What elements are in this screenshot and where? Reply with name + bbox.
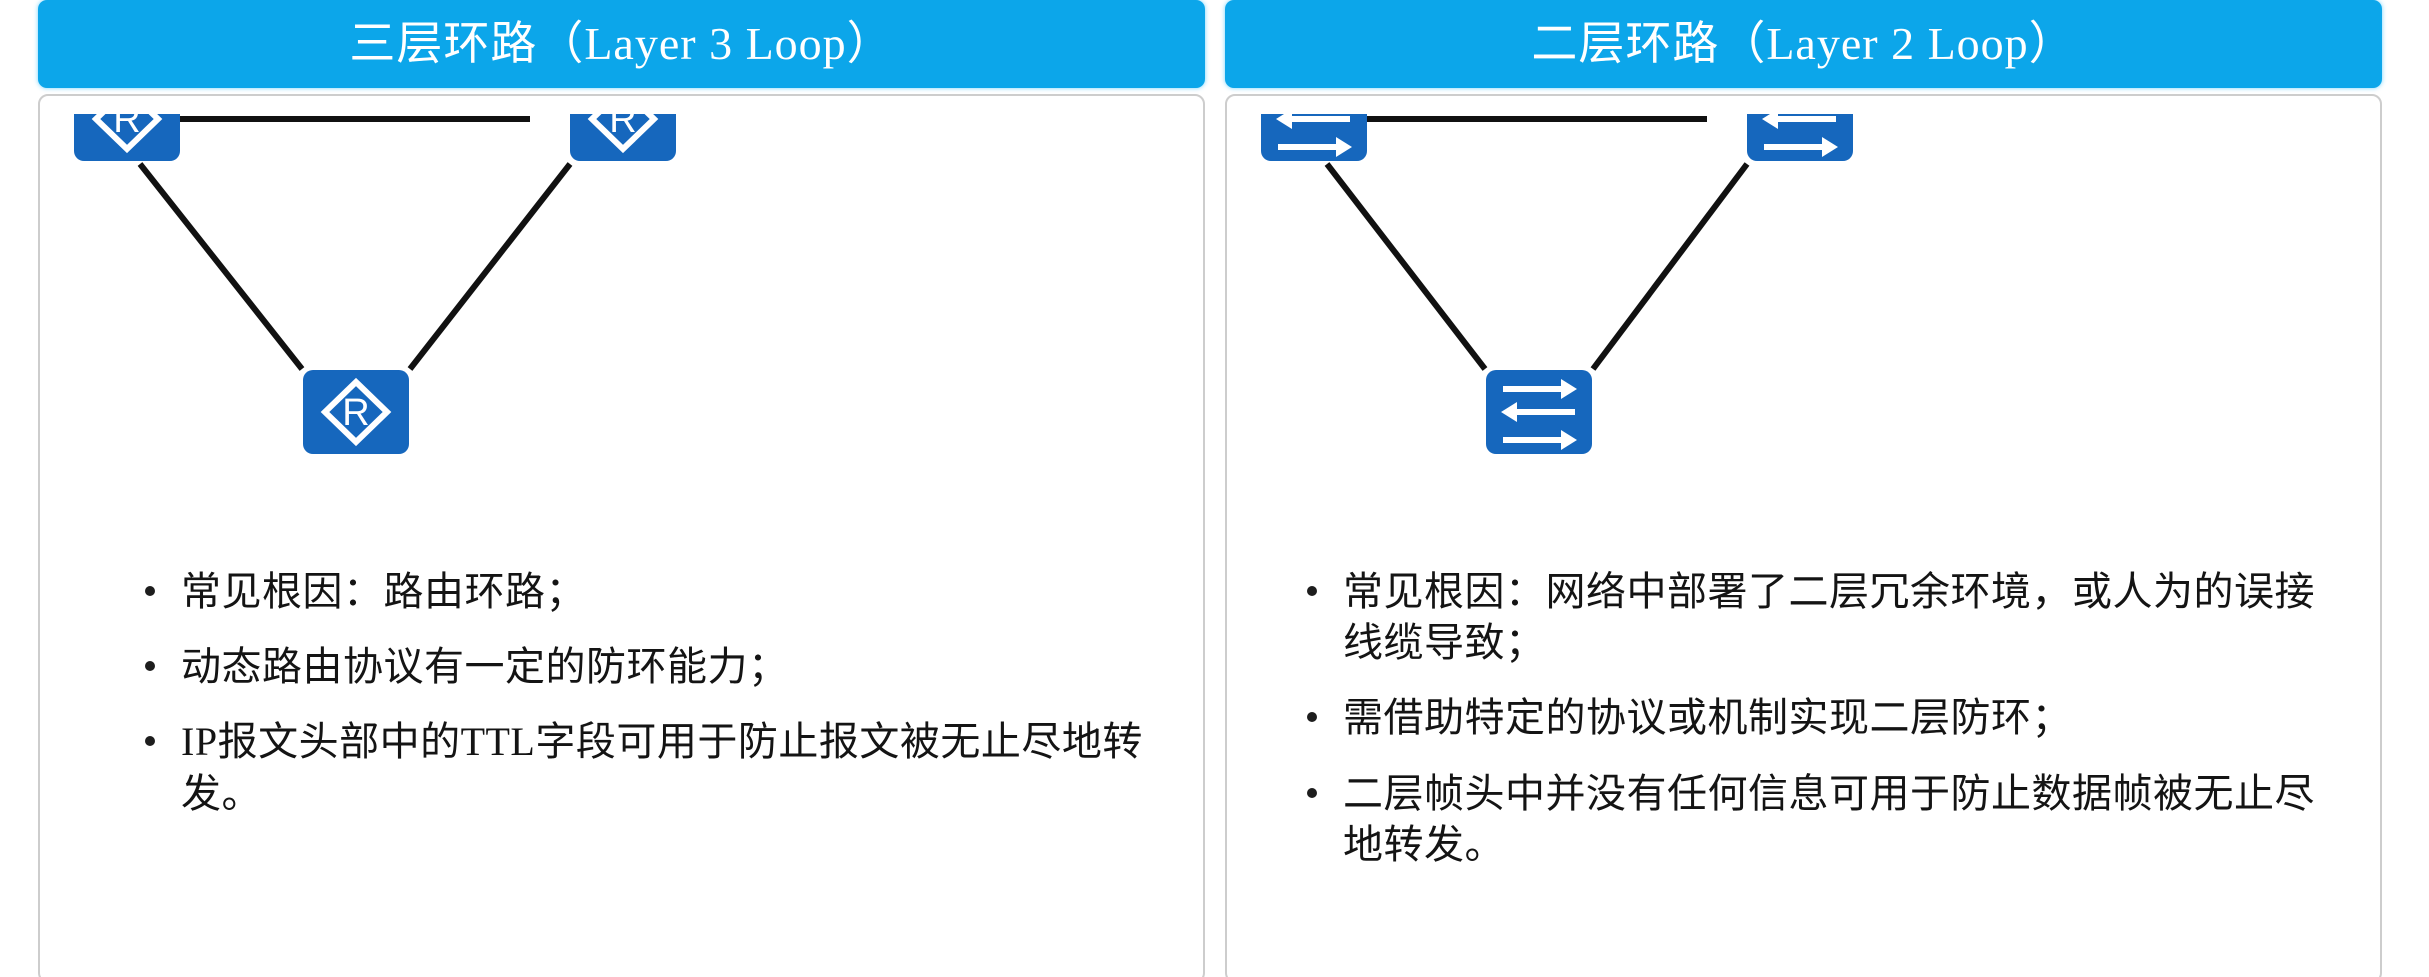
list-item: IP报文头部中的TTL字段可用于防止报文被无止尽地转发。 — [145, 716, 1163, 818]
bullet-dot-icon — [145, 716, 181, 751]
bullet-text: IP报文头部中的TTL字段可用于防止报文被无止尽地转发。 — [181, 719, 1143, 816]
panel-body-layer2: 常见根因：网络中部署了二层冗余环境，或人为的误接线缆导致； 需借助特定的协议或机… — [1225, 94, 2382, 977]
list-item: 动态路由协议有一定的防环能力； — [145, 641, 1163, 692]
switch-top-right[interactable] — [1747, 114, 1853, 161]
bullet-list-layer3: 常见根因：路由环路； 动态路由协议有一定的防环能力； IP报文头部中的TTL字段… — [145, 566, 1163, 843]
link-topleft-bottom — [137, 162, 305, 371]
panel-layer2-loop: 二层环路（Layer 2 Loop） — [1225, 0, 2382, 977]
bullet-text: 常见根因：路由环路； — [181, 569, 586, 614]
panel-layer3-loop: 三层环路（Layer 3 Loop） R — [38, 0, 1205, 977]
switch-bottom[interactable] — [1486, 370, 1592, 454]
list-item: 二层帧头中并没有任何信息可用于防止数据帧被无止尽地转发。 — [1307, 768, 2350, 870]
list-item: 常见根因：路由环路； — [145, 566, 1163, 617]
bullet-dot-icon — [145, 641, 181, 676]
bullet-text: 二层帧头中并没有任何信息可用于防止数据帧被无止尽地转发。 — [1343, 770, 2315, 867]
panel-title-layer2: 二层环路（Layer 2 Loop） — [1531, 18, 2076, 69]
diagram-layer3-topology: R — [40, 114, 1203, 544]
panel-header-layer2: 二层环路（Layer 2 Loop） — [1225, 0, 2382, 88]
link-group — [137, 116, 573, 371]
panel-header-layer3: 三层环路（Layer 3 Loop） — [38, 0, 1205, 88]
list-item: 常见根因：网络中部署了二层冗余环境，或人为的误接线缆导致； — [1307, 566, 2350, 668]
switch-top-left[interactable] — [1261, 114, 1367, 161]
bullet-dot-icon — [1307, 768, 1343, 803]
link-topleft-bottom — [1324, 162, 1488, 371]
bullet-text: 需借助特定的协议或机制实现二层防环； — [1343, 695, 2072, 741]
bullet-text: 动态路由协议有一定的防环能力； — [181, 644, 789, 690]
router-top-left[interactable] — [74, 114, 180, 161]
router-top-right[interactable] — [570, 114, 676, 161]
list-item: 需借助特定的协议或机制实现二层防环； — [1307, 692, 2350, 743]
link-topright-bottom — [407, 162, 573, 371]
router-bottom[interactable] — [303, 370, 409, 454]
diagram-layer2-topology — [1227, 114, 2380, 544]
bullet-dot-icon — [1307, 566, 1343, 601]
bullet-dot-icon — [1307, 692, 1343, 727]
bullet-dot-icon — [145, 566, 181, 601]
link-topright-bottom — [1590, 162, 1750, 371]
panel-title-layer3: 三层环路（Layer 3 Loop） — [349, 18, 894, 69]
link-group — [1324, 116, 1750, 371]
bullet-text: 常见根因：网络中部署了二层冗余环境，或人为的误接线缆导致； — [1343, 569, 2315, 666]
panel-body-layer3: R — [38, 94, 1205, 977]
bullet-list-layer2: 常见根因：网络中部署了二层冗余环境，或人为的误接线缆导致； 需借助特定的协议或机… — [1307, 566, 2350, 894]
